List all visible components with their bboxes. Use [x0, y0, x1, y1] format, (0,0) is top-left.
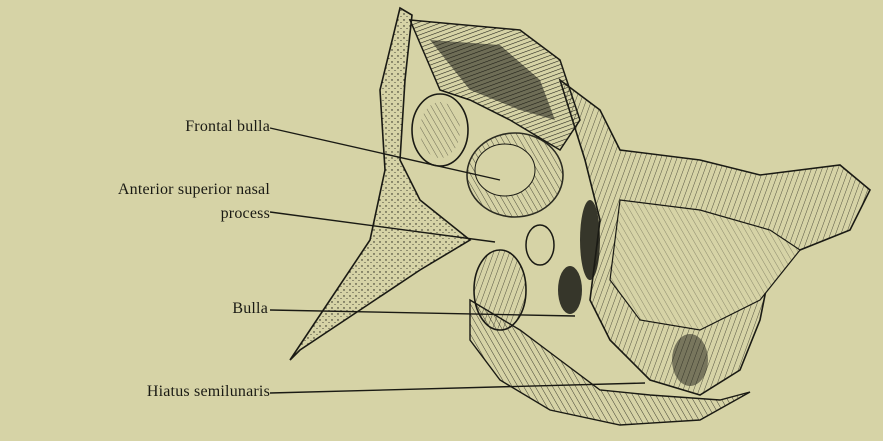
label-process: process: [8, 205, 270, 223]
label-frontal-bulla: Frontal bulla: [120, 118, 270, 136]
label-bulla: Bulla: [150, 300, 268, 318]
label-hiatus-semilunaris: Hiatus semilunaris: [20, 383, 270, 401]
leader-bulla: [270, 310, 575, 316]
label-anterior-superior-nasal: Anterior superior nasal: [8, 181, 270, 199]
